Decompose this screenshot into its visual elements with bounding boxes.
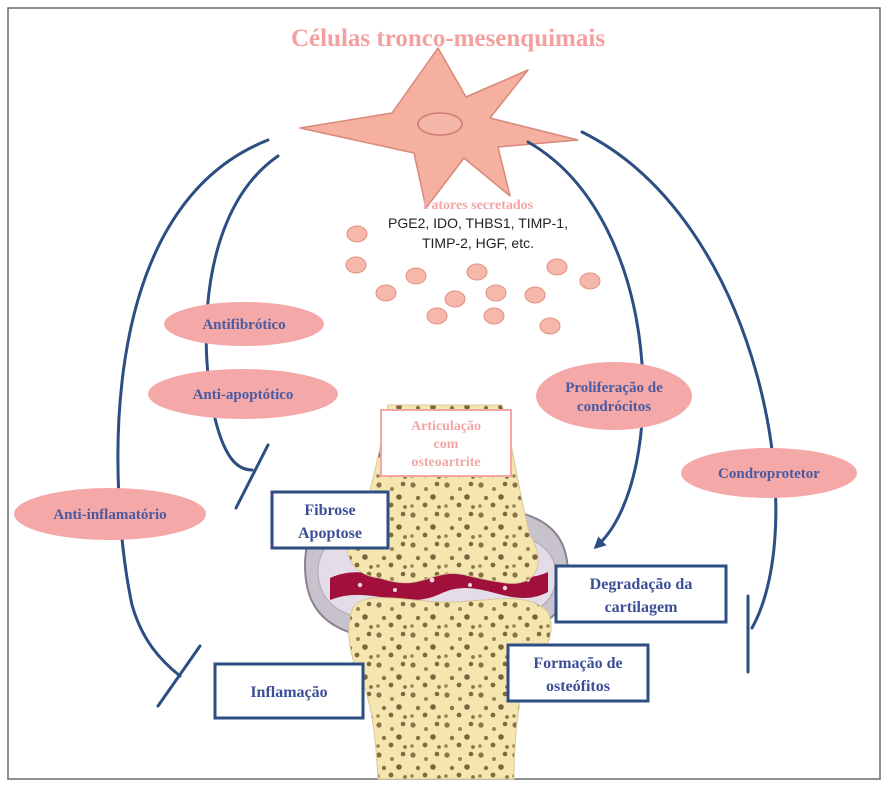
condition-osteophytes-line-2: osteófitos: [546, 678, 610, 695]
effect-antiinflammatory-label: Anti-inflamatório: [53, 507, 166, 523]
effect-proliferation-line-1: Proliferação de: [565, 380, 663, 396]
proliferation-arrow: [528, 142, 643, 545]
effect-chondroprotective-label: Condroprotetor: [718, 466, 820, 482]
diagram-title: Células tronco-mesenquimais: [291, 25, 605, 52]
effect-chondroprotective: Condroprotetor: [681, 448, 857, 498]
inflammation-inhibition-bar: [158, 646, 200, 706]
condition-degradation-line-1: Degradação da: [590, 576, 693, 593]
condition-fibrosis-line-1: Fibrose: [304, 502, 355, 519]
joint-label-line-1: Articulação: [411, 419, 481, 434]
effect-antifibrotic: Antifibrótico: [164, 302, 324, 346]
effect-chondrocyte-proliferation: Proliferação de condrócitos: [536, 362, 692, 430]
effect-antiapoptotic-label: Anti-apoptótico: [193, 387, 294, 403]
secreted-factors-line-1: PGE2, IDO, THBS1, TIMP-1,: [388, 215, 568, 231]
condition-fibrosis-line-2: Apoptose: [298, 525, 362, 542]
fibrosis-inhibition-bar: [236, 445, 268, 508]
condition-osteophyte-formation: Formação de osteófitos: [508, 645, 648, 701]
mesenchymal-stem-cell-icon: [300, 48, 578, 208]
effect-antiinflammatory: Anti-inflamatório: [14, 488, 206, 540]
condition-cartilage-degradation: Degradação da cartilagem: [556, 566, 726, 622]
secreted-factors-heading: Fatores secretados: [423, 198, 534, 213]
condition-fibrosis-apoptosis: Fibrose Apoptose: [272, 492, 388, 548]
joint-label-line-3: osteoartrite: [411, 455, 480, 470]
condition-inflammation: Inflamação: [215, 664, 363, 718]
condition-degradation-line-2: cartilagem: [605, 599, 679, 616]
condition-osteophytes-line-1: Formação de: [533, 655, 622, 672]
effect-proliferation-line-2: condrócitos: [577, 399, 651, 415]
condition-inflammation-label: Inflamação: [250, 684, 327, 701]
effect-antifibrotic-label: Antifibrótico: [202, 317, 285, 333]
secreted-factors-line-2: TIMP-2, HGF, etc.: [422, 235, 534, 251]
effect-antiapoptotic: Anti-apoptótico: [148, 369, 338, 419]
joint-label-line-2: com: [434, 437, 459, 452]
